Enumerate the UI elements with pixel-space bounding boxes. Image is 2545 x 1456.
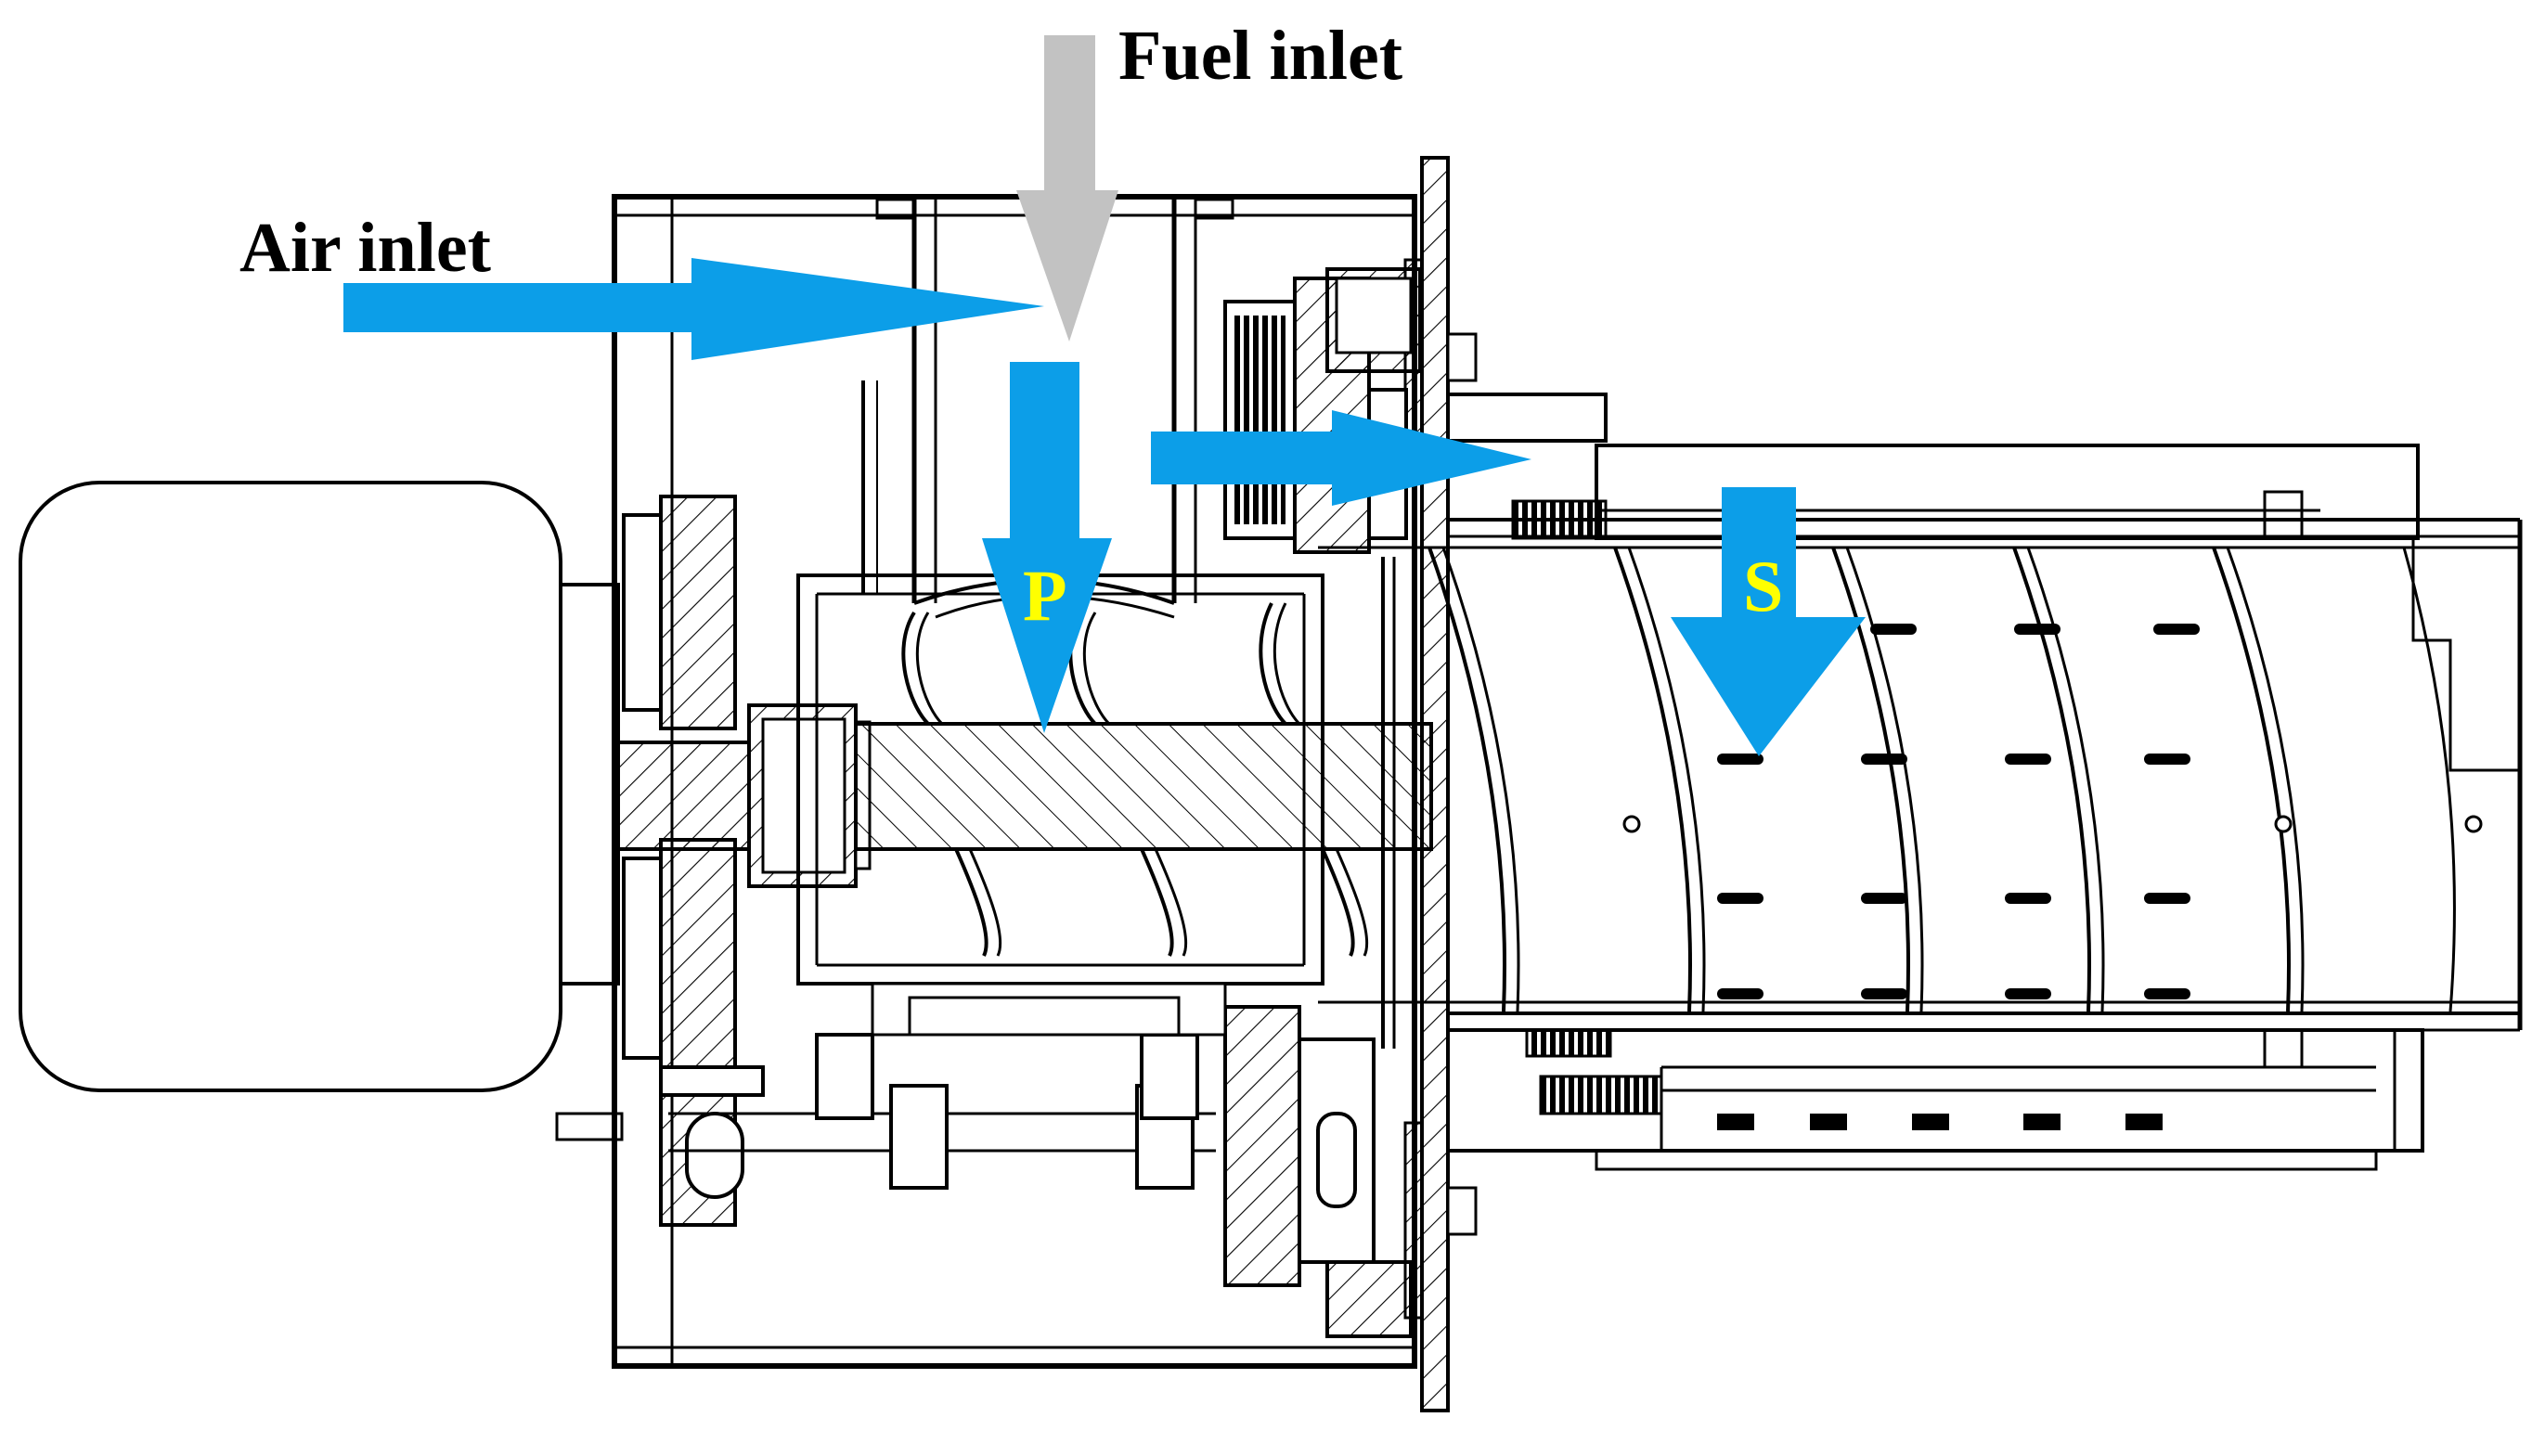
lower-drive bbox=[668, 982, 1413, 1338]
motor bbox=[19, 481, 624, 1141]
air-slots bbox=[1717, 624, 2200, 1130]
motor-shaft-stub bbox=[555, 1112, 624, 1141]
upper-gear bbox=[1223, 267, 1422, 554]
primary-air-tag: P bbox=[1023, 555, 1067, 636]
fuel-inlet-label: Fuel inlet bbox=[1118, 17, 1402, 95]
motor-body bbox=[19, 481, 562, 1092]
fuel-inlet-arrow bbox=[1016, 35, 1118, 341]
air-inlet-arrow bbox=[343, 258, 1044, 360]
air-inlet-label: Air inlet bbox=[239, 209, 491, 287]
primary-air-arrow bbox=[982, 362, 1112, 733]
springs bbox=[1511, 499, 1663, 1115]
secondary-air-tag: S bbox=[1743, 546, 1783, 626]
feed-screw-shaft bbox=[613, 703, 1433, 888]
secondary-air-arrow bbox=[1671, 487, 1866, 756]
left-bearing bbox=[622, 495, 765, 1227]
air-to-combustion-arrow bbox=[1151, 410, 1531, 506]
motor-flange bbox=[559, 583, 620, 986]
combustion-tube bbox=[1318, 393, 2523, 1171]
holes bbox=[1622, 815, 2483, 833]
